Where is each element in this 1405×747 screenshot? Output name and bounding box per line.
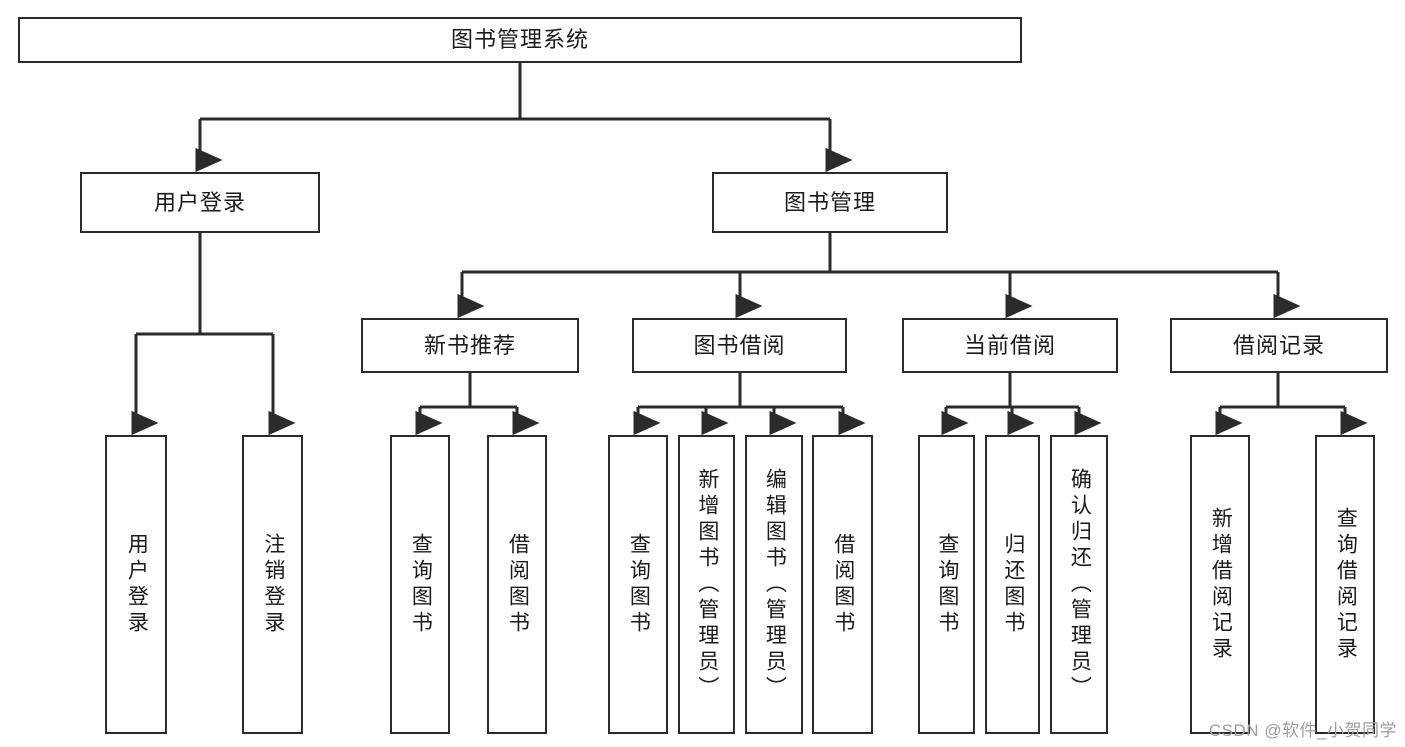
- leaf-query-book-2[interactable]: 查询图书: [608, 435, 668, 734]
- node-label: 查询借阅记录: [1334, 506, 1358, 663]
- node-borrow-record[interactable]: 借阅记录: [1170, 318, 1388, 373]
- node-label: 编辑图书（管理员）: [763, 467, 787, 702]
- node-label: 用户登录: [153, 189, 246, 215]
- leaf-add-record[interactable]: 新增借阅记录: [1190, 435, 1250, 734]
- node-current-borrowing[interactable]: 当前借阅: [902, 318, 1118, 373]
- node-root-system[interactable]: 图书管理系统: [18, 17, 1022, 63]
- node-label: 借阅记录: [1232, 332, 1325, 358]
- node-label: 借阅图书: [831, 532, 855, 637]
- leaf-return-book[interactable]: 归还图书: [985, 435, 1040, 734]
- node-label: 归还图书: [1001, 532, 1025, 637]
- node-label: 查询图书: [935, 532, 959, 637]
- node-label: 当前借阅: [963, 332, 1056, 358]
- watermark-text: CSDN @软件_小贺同学: [1208, 721, 1397, 740]
- leaf-query-book-1[interactable]: 查询图书: [390, 435, 450, 734]
- leaf-confirm-return[interactable]: 确认归还（管理员）: [1050, 435, 1108, 734]
- leaf-query-book-3[interactable]: 查询图书: [918, 435, 975, 734]
- node-label: 图书管理: [783, 189, 876, 215]
- node-book-management[interactable]: 图书管理: [712, 172, 948, 233]
- node-new-book-recommendation[interactable]: 新书推荐: [361, 318, 579, 373]
- leaf-borrow-book-2[interactable]: 借阅图书: [812, 435, 873, 734]
- node-label: 查询图书: [409, 532, 433, 637]
- leaf-query-record[interactable]: 查询借阅记录: [1315, 435, 1375, 734]
- node-label: 图书管理系统: [450, 27, 589, 53]
- node-book-borrowing[interactable]: 图书借阅: [632, 318, 847, 373]
- node-label: 确认归还（管理员）: [1068, 467, 1092, 702]
- node-label: 用户登录: [125, 532, 149, 637]
- leaf-user-login[interactable]: 用户登录: [105, 435, 167, 734]
- node-label: 借阅图书: [506, 532, 530, 637]
- leaf-add-book[interactable]: 新增图书（管理员）: [678, 435, 735, 734]
- leaf-borrow-book-1[interactable]: 借阅图书: [487, 435, 547, 734]
- node-label: 注销登录: [261, 532, 285, 637]
- leaf-edit-book[interactable]: 编辑图书（管理员）: [745, 435, 803, 734]
- node-label: 新增图书（管理员）: [695, 467, 719, 702]
- node-label: 新增借阅记录: [1209, 506, 1233, 663]
- node-label: 查询图书: [627, 532, 651, 637]
- node-user-login[interactable]: 用户登录: [80, 172, 320, 233]
- node-label: 图书借阅: [693, 332, 786, 358]
- node-label: 新书推荐: [423, 332, 516, 358]
- leaf-logout[interactable]: 注销登录: [242, 435, 303, 734]
